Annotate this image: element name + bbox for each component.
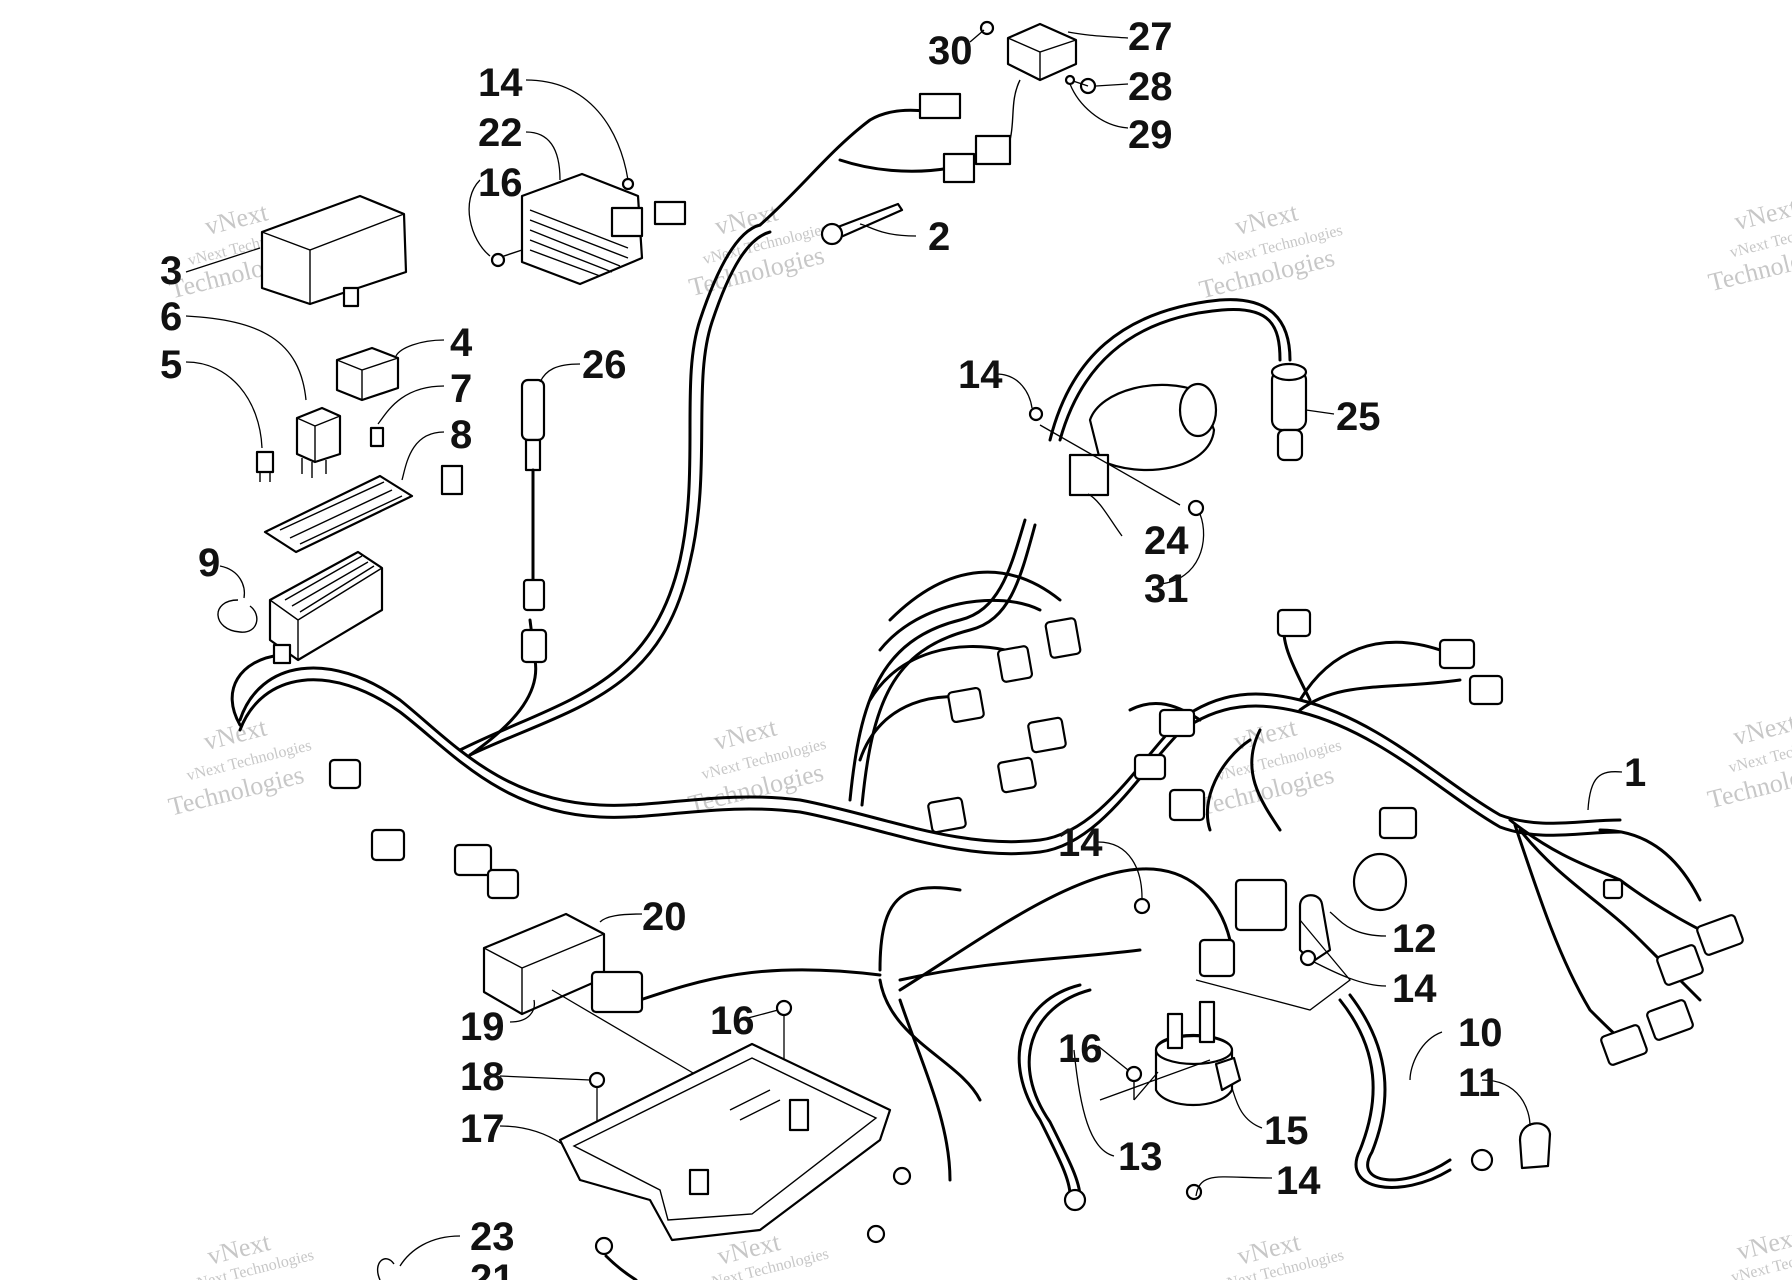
callout-16: 16 bbox=[710, 999, 755, 1043]
callout-labels: 30 27 28 29 14 22 16 2 3 6 4 5 7 8 26 14… bbox=[160, 15, 1646, 1280]
callout-5: 5 bbox=[160, 343, 182, 387]
spark-plug-cap bbox=[1270, 362, 1308, 462]
callout-25: 25 bbox=[1336, 395, 1381, 439]
screw bbox=[1187, 499, 1205, 517]
nut bbox=[1028, 406, 1044, 422]
starter-solenoid bbox=[1154, 1000, 1242, 1107]
callout-18: 18 bbox=[460, 1055, 505, 1099]
callout-31: 31 bbox=[1144, 567, 1189, 611]
control-module bbox=[482, 912, 723, 1091]
speed-sensor bbox=[1006, 22, 1078, 141]
callout-16: 16 bbox=[1058, 1027, 1103, 1071]
watermark: vNext vNext Technologies Technologies bbox=[1705, 708, 1792, 815]
callout-14: 14 bbox=[478, 61, 523, 105]
nut bbox=[979, 20, 995, 36]
svg-text:vNext: vNext bbox=[1730, 708, 1792, 752]
watermark: vNext vNext Technologies Technologies bbox=[1196, 197, 1344, 304]
callout-14: 14 bbox=[958, 353, 1003, 397]
battery-terminal-boot bbox=[1518, 1122, 1552, 1170]
harness-trunk bbox=[238, 666, 1622, 844]
nut bbox=[1133, 897, 1151, 915]
callout-20: 20 bbox=[642, 895, 687, 939]
screw bbox=[1125, 1065, 1143, 1100]
watermark: vNext vNext Technologies bbox=[1729, 1222, 1792, 1280]
main-harness bbox=[230, 108, 1722, 1199]
callout-21: 21 bbox=[470, 1257, 515, 1280]
ignition-coil bbox=[1039, 382, 1218, 506]
callout-22: 22 bbox=[478, 111, 523, 155]
connector bbox=[1133, 608, 1504, 978]
ring-terminal bbox=[594, 1236, 638, 1280]
callout-4: 4 bbox=[450, 321, 473, 365]
mini-fuse bbox=[369, 426, 385, 448]
fuse-box-cover bbox=[260, 194, 408, 308]
ring-terminal bbox=[866, 1148, 1494, 1244]
callout-24: 24 bbox=[1144, 519, 1189, 563]
washer bbox=[1064, 74, 1076, 86]
watermarks: vNext vNext Technologies Technologies vN… bbox=[166, 192, 1792, 1280]
callout-28: 28 bbox=[1128, 65, 1173, 109]
connector bbox=[918, 92, 1012, 184]
fuse-block bbox=[268, 464, 464, 665]
oxygen-sensor bbox=[520, 378, 548, 664]
callout-9: 9 bbox=[198, 541, 220, 585]
callout-1: 1 bbox=[1624, 751, 1646, 795]
connector bbox=[653, 200, 687, 226]
callout-12: 12 bbox=[1392, 917, 1437, 961]
battery-tray bbox=[558, 1042, 892, 1242]
sensor-probe bbox=[820, 202, 904, 246]
callout-11: 11 bbox=[1458, 1061, 1500, 1105]
nut bbox=[1299, 949, 1317, 967]
callout-26: 26 bbox=[582, 343, 627, 387]
fuse-decal bbox=[263, 474, 414, 554]
clip bbox=[217, 599, 258, 633]
harness-branch-top bbox=[458, 223, 762, 752]
callout-14: 14 bbox=[1392, 967, 1437, 1011]
callout-2: 2 bbox=[928, 215, 950, 259]
callout-13: 13 bbox=[1118, 1135, 1163, 1179]
fuse bbox=[255, 450, 275, 482]
connector bbox=[328, 758, 520, 900]
terminal-boot bbox=[1298, 894, 1332, 964]
callout-17: 17 bbox=[460, 1107, 505, 1151]
callout-10: 10 bbox=[1458, 1011, 1503, 1055]
callout-6: 6 bbox=[160, 295, 182, 339]
connector bbox=[927, 617, 1082, 834]
callout-14: 14 bbox=[1058, 821, 1103, 865]
callout-7: 7 bbox=[450, 367, 472, 411]
connector bbox=[1600, 878, 1744, 1066]
callout-8: 8 bbox=[450, 413, 472, 457]
leader-lines bbox=[185, 29, 1623, 1267]
watermark: vNext vNext Technologies Technologies bbox=[1705, 192, 1792, 297]
watermark: vNext vNext Technologies Technologies bbox=[686, 197, 829, 302]
svg-text:vNext: vNext bbox=[1731, 192, 1792, 236]
relay bbox=[295, 406, 342, 478]
callout-3: 3 bbox=[160, 249, 182, 293]
callout-23: 23 bbox=[470, 1215, 515, 1259]
relay-cover bbox=[335, 346, 400, 402]
callout-29: 29 bbox=[1128, 113, 1173, 157]
callout-30: 30 bbox=[928, 29, 973, 73]
voltage-regulator bbox=[520, 172, 644, 286]
watermark: vNext vNext Technologies bbox=[1217, 1227, 1345, 1280]
callout-19: 19 bbox=[460, 1005, 505, 1049]
callout-16: 16 bbox=[478, 161, 523, 205]
callout-14: 14 bbox=[1276, 1159, 1321, 1203]
callout-15: 15 bbox=[1264, 1109, 1309, 1153]
watermark: vNext vNext Technologies bbox=[187, 1227, 315, 1280]
cable-tie bbox=[376, 1258, 395, 1280]
screw bbox=[490, 249, 523, 268]
callout-27: 27 bbox=[1128, 15, 1173, 59]
